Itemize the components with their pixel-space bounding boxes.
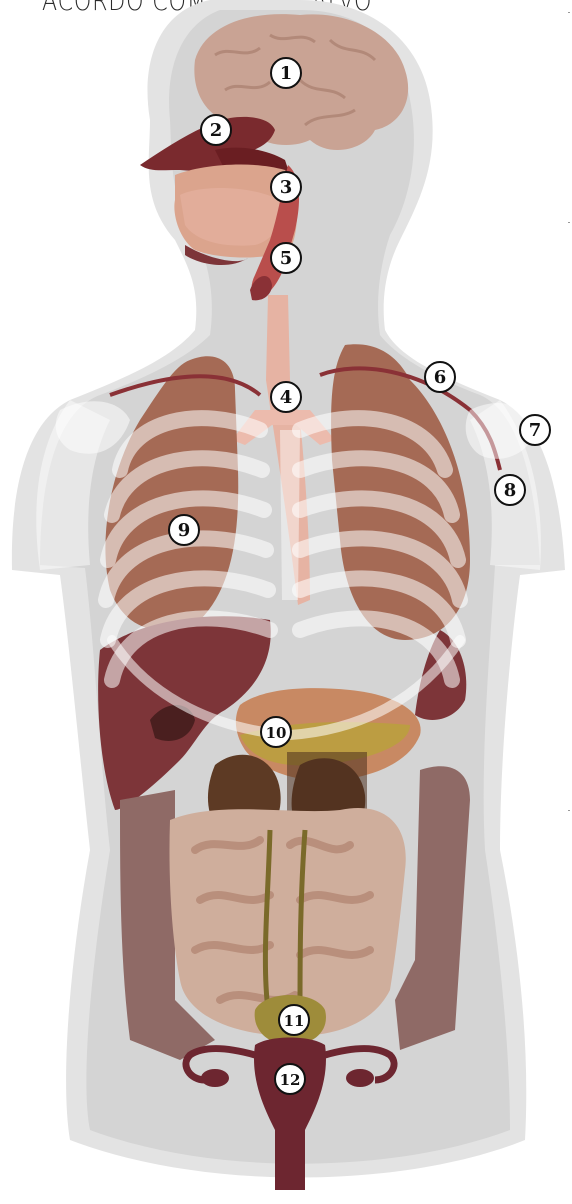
marker-5: 5: [271, 243, 301, 273]
edge-tick: [568, 222, 570, 223]
marker-label: 12: [280, 1071, 301, 1089]
marker-label: 5: [280, 248, 293, 269]
marker-6: 6: [425, 362, 455, 392]
marker-9: 9: [169, 515, 199, 545]
edge-tick: [568, 12, 570, 13]
marker-label: 3: [280, 177, 293, 198]
marker-label: 9: [178, 520, 191, 541]
marker-label: 2: [210, 120, 223, 141]
marker-11: 11: [279, 1005, 309, 1035]
marker-3: 3: [271, 172, 301, 202]
marker-1: 1: [271, 58, 301, 88]
marker-4: 4: [271, 382, 301, 412]
marker-2: 2: [201, 115, 231, 145]
marker-7: 7: [520, 415, 550, 445]
marker-12: 12: [275, 1064, 305, 1094]
marker-label: 11: [284, 1012, 305, 1030]
marker-label: 8: [504, 480, 517, 501]
marker-label: 1: [280, 63, 293, 84]
marker-label: 10: [266, 724, 287, 742]
edge-tick: [568, 810, 570, 811]
marker-label: 6: [434, 367, 447, 388]
marker-label: 4: [280, 387, 293, 408]
marker-label: 7: [529, 420, 542, 441]
marker-8: 8: [495, 475, 525, 505]
marker-10: 10: [261, 717, 291, 747]
sternum: [280, 430, 300, 600]
